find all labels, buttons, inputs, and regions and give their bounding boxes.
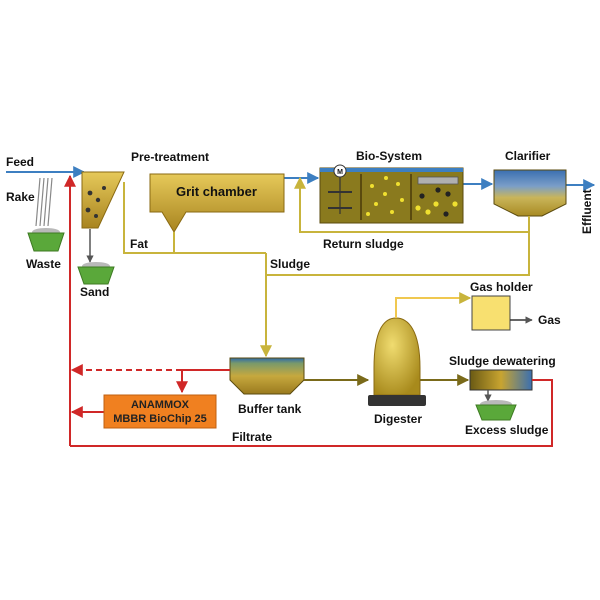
sand-label: Sand: [80, 285, 109, 299]
fat-label: Fat: [130, 237, 148, 251]
anammox-reactor: [103, 394, 217, 429]
anammox-label: ANAMMOX: [131, 399, 190, 411]
bio-system-tank: [319, 164, 464, 224]
return-sludge-label: Return sludge: [323, 237, 404, 251]
buffer-tank-label: Buffer tank: [238, 402, 302, 416]
return-sludge-line: [294, 176, 530, 233]
excess-sludge-line: [266, 232, 530, 276]
clarifier-tank: [493, 169, 567, 217]
waste-label: Waste: [26, 257, 61, 271]
effluent-label: Effluent: [580, 189, 594, 234]
gas-line: [395, 292, 472, 318]
buffer-tank: [229, 357, 305, 395]
sludge-dewatering-unit: [469, 369, 533, 391]
filtrate-label: Filtrate: [232, 430, 272, 444]
gas-holder-label: Gas holder: [470, 280, 533, 294]
bio-system-label: Bio-System: [356, 149, 422, 163]
digester-label: Digester: [374, 412, 422, 426]
rake-label: Rake: [6, 190, 35, 204]
excess-sludge-label: Excess sludge: [465, 423, 549, 437]
clarifier-label: Clarifier: [505, 149, 551, 163]
digester-tank: [368, 317, 426, 406]
gas-label: Gas: [538, 313, 561, 327]
grit-chamber-label: Grit chamber: [176, 184, 257, 199]
feed-label: Feed: [6, 155, 34, 169]
fat-line: [123, 182, 266, 254]
excess-sludge-basket-icon: [475, 400, 517, 421]
sludge-label: Sludge: [270, 257, 310, 271]
grit-chamber: [149, 173, 285, 233]
gas-holder: [471, 295, 511, 331]
waste-basket-icon: [27, 228, 65, 252]
rake-icon: [35, 177, 53, 227]
sand-basket-icon: [77, 262, 115, 285]
pretreatment-label: Pre-treatment: [131, 150, 209, 164]
anammox-sublabel: MBBR BioChip 25: [113, 413, 207, 425]
sand-trap: [81, 171, 125, 229]
sludge-dewatering-label: Sludge dewatering: [449, 354, 556, 368]
filtrate-line: [70, 379, 553, 447]
motor-symbol: M: [337, 169, 343, 176]
